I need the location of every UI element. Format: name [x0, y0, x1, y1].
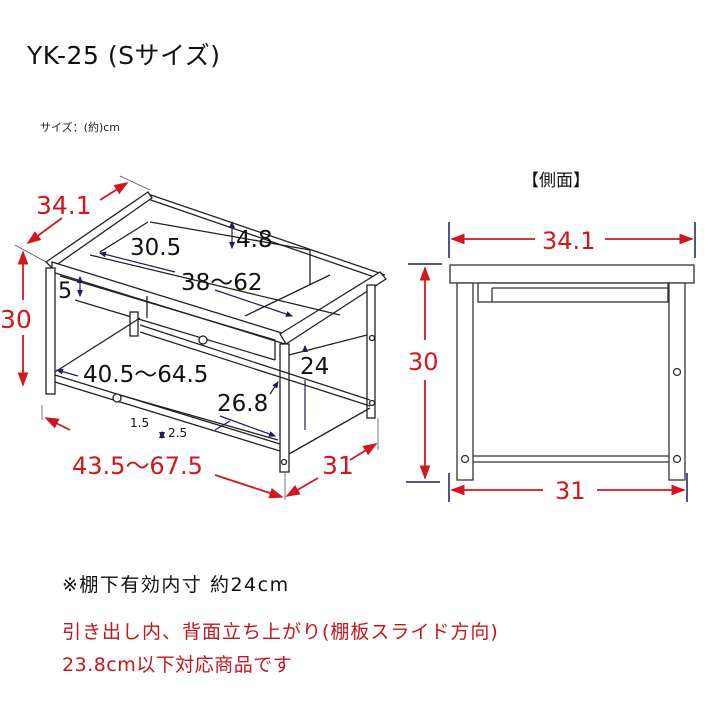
- dim-front-rail-height: 5: [58, 279, 72, 304]
- units-label: サイズ：(約)cm: [40, 121, 121, 134]
- dim-shelf-clearance: 24: [300, 354, 329, 380]
- perspective-frame: [44, 191, 387, 473]
- dim-drawer-depth: 30.5: [130, 235, 181, 261]
- side-dim-top-depth: 34.1: [542, 227, 595, 255]
- dim-drawer-width: 38〜62: [181, 270, 263, 296]
- dim-depth-bottom: 31: [322, 451, 354, 480]
- dim-rod-offset-2: 2.5: [168, 426, 187, 440]
- perspective-navy-dimensions: [55, 220, 308, 440]
- dim-shelf-depth: 26.8: [217, 391, 268, 417]
- side-dim-height: 30: [408, 348, 439, 376]
- side-view-frame: [449, 264, 695, 481]
- dim-inner-width: 40.5〜64.5: [83, 362, 208, 388]
- perspective-red-dimensions: [17, 182, 378, 499]
- side-view-dimension-lines: [406, 222, 696, 502]
- page-title: YK-25 (Sサイズ): [27, 41, 221, 70]
- dim-drawer-back-height: 4.8: [236, 227, 273, 253]
- note-shelf-clearance: ※棚下有効内寸 約24cm: [62, 574, 290, 596]
- dim-rod-offset-1: 1.5: [130, 416, 149, 430]
- dim-depth-top: 34.1: [36, 191, 92, 220]
- extension-lines: [14, 175, 379, 500]
- note-drawer-warning-line2: 23.8cm以下対応商品です: [62, 654, 293, 676]
- dim-height: 30: [0, 305, 32, 334]
- side-dim-bottom-depth: 31: [555, 477, 586, 505]
- dim-width-bottom: 43.5〜67.5: [72, 452, 203, 480]
- side-view-title: 【側面】: [522, 171, 590, 191]
- note-drawer-warning-line1: 引き出し内、背面立ち上がり(棚板スライド方向): [62, 621, 499, 643]
